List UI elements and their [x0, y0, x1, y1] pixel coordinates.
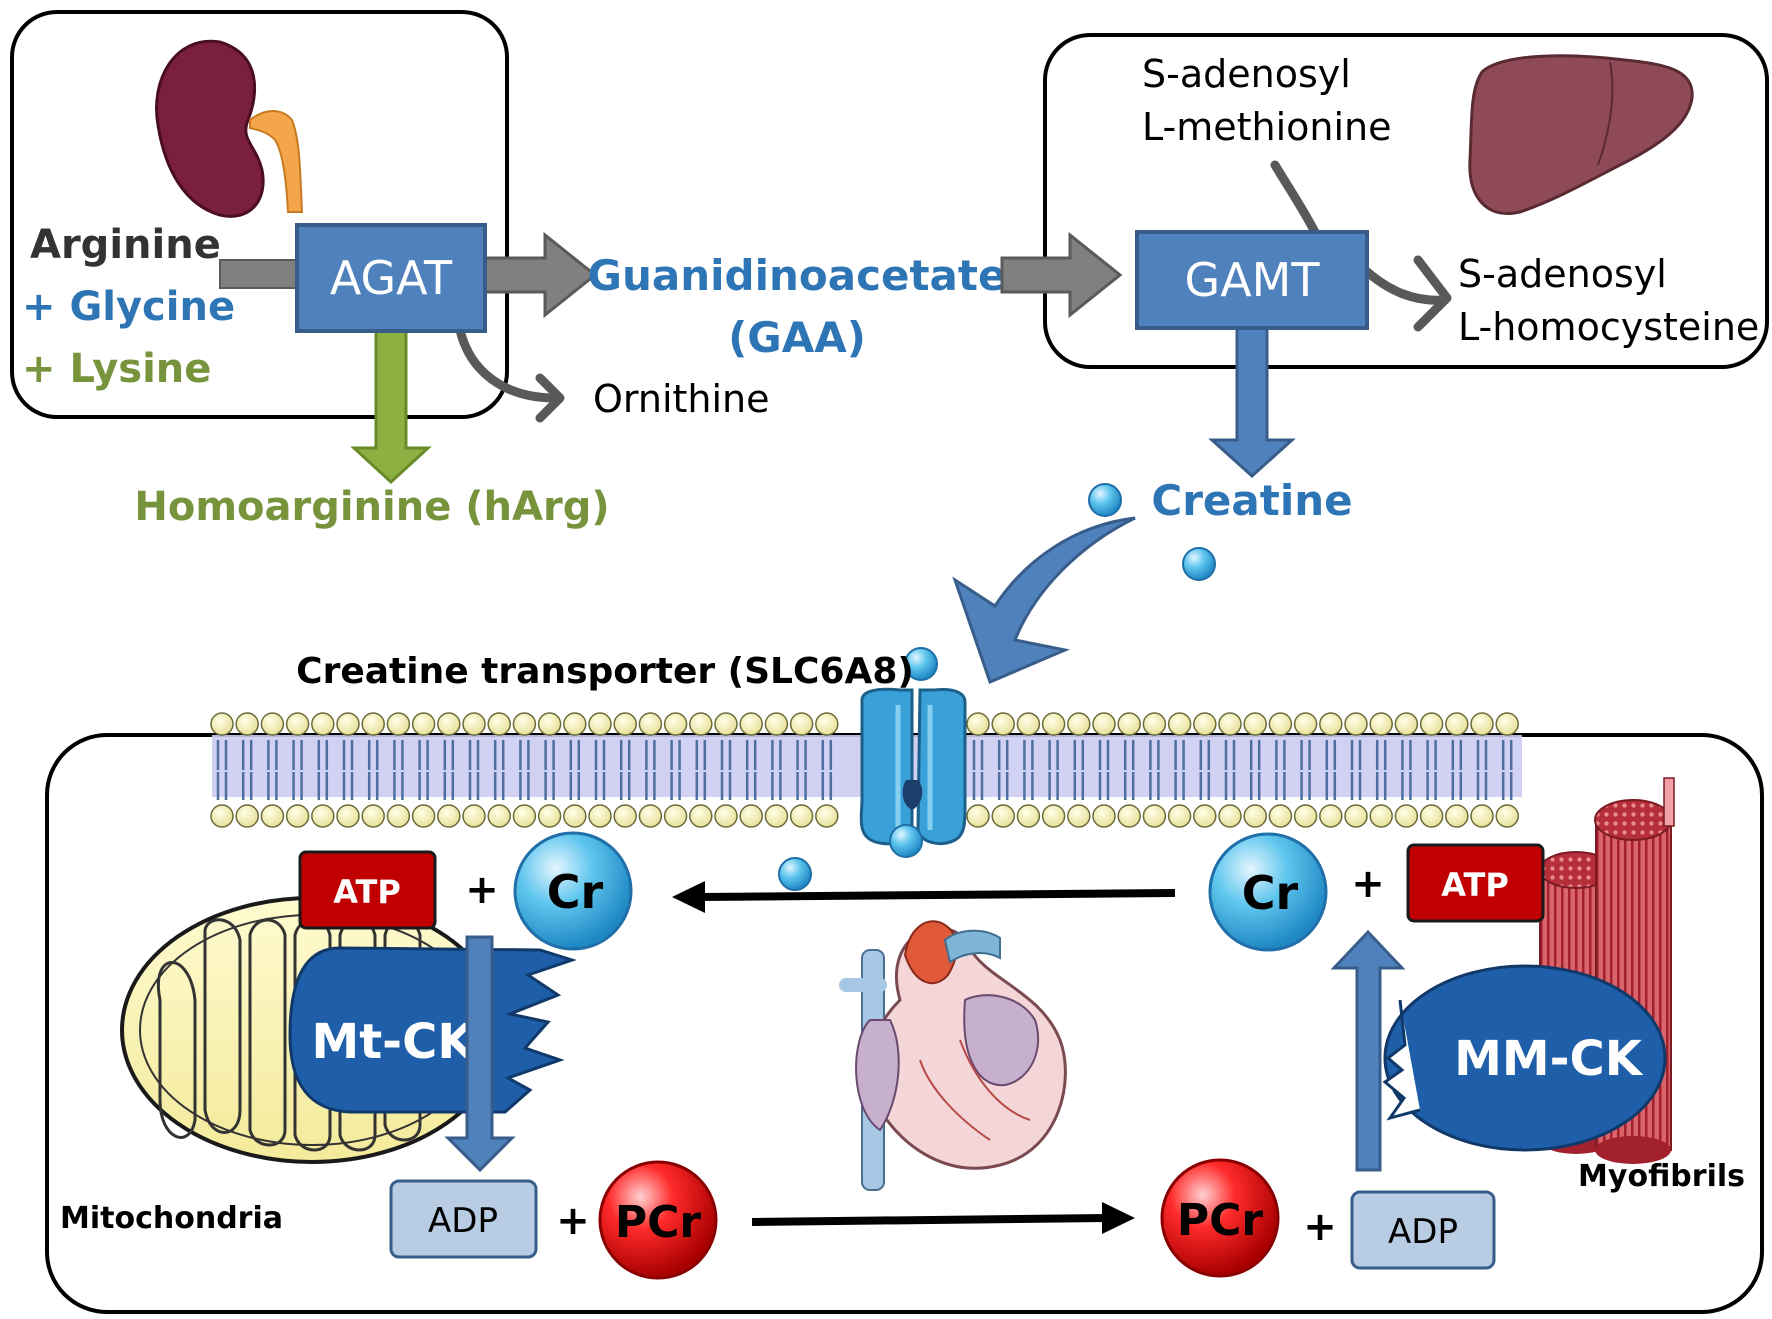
myofibrils-label: Myofibrils — [1578, 1159, 1745, 1194]
mt-ck-label: Mt-CK — [311, 1014, 476, 1070]
ornithine-curved-arrow — [455, 325, 560, 403]
agat-to-homoarginine-arrow — [350, 328, 432, 485]
right-adp-label: ADP — [1388, 1212, 1458, 1252]
creatine-molecule — [778, 857, 812, 891]
mitochondria-label: Mitochondria — [60, 1201, 283, 1236]
ornithine-arrowhead — [535, 373, 565, 423]
creatine-uptake-arrow — [952, 516, 1136, 685]
right-atp-box — [1406, 843, 1545, 923]
sah-arrowhead — [1413, 255, 1452, 332]
creatine-molecule — [904, 647, 938, 681]
homoarginine-label: Homoarginine (hArg) — [134, 484, 609, 530]
left-adp-box — [389, 1179, 538, 1259]
gaa-to-gamt-arrow — [1000, 231, 1123, 319]
right-pcr-molecule — [1160, 1158, 1280, 1278]
right-cr-label: Cr — [1242, 866, 1299, 920]
gamt-enzyme-box — [1135, 230, 1369, 330]
transporter-label: Creatine transporter (SLC6A8) — [296, 651, 914, 692]
creatine-label: Creatine — [1151, 476, 1352, 525]
left-atp-box — [298, 850, 437, 930]
right-adp-box — [1350, 1190, 1496, 1270]
mt-ck-enzyme-shape — [288, 946, 577, 1114]
cr-return-arrow — [672, 881, 1176, 913]
right-atp-label: ATP — [1441, 866, 1509, 904]
left-plus-top: + — [465, 867, 499, 913]
substrate-arginine: Arginine — [30, 222, 221, 268]
substrate-lysine: + Lysine — [22, 346, 211, 392]
gaa-label-line1: Guanidinoacetate — [588, 251, 1007, 300]
sah-label-line1: S-adenosyl — [1458, 252, 1667, 296]
agat-enzyme-box — [295, 223, 487, 333]
sah-label-line2: L-homocysteine — [1458, 305, 1759, 349]
heart-icon — [839, 920, 1067, 1191]
left-cr-molecule — [513, 831, 633, 951]
left-pcr-molecule — [598, 1160, 718, 1280]
ornithine-label: Ornithine — [593, 377, 770, 421]
right-pcr-label: PCr — [1177, 1195, 1264, 1246]
left-pcr-label: PCr — [615, 1197, 702, 1248]
sam-label-line1: S-adenosyl — [1142, 52, 1351, 96]
creatine-molecule — [1088, 483, 1122, 517]
pcr-shuttle-arrow — [751, 1202, 1135, 1234]
slc6a8-transporter-icon — [859, 687, 967, 858]
kidney-icon — [155, 39, 304, 218]
left-cr-label: Cr — [547, 865, 604, 919]
mm-ck-label: MM-CK — [1454, 1031, 1644, 1087]
creatine-molecule — [1182, 547, 1216, 581]
gamt-enzyme-label: GAMT — [1185, 253, 1321, 307]
agat-to-gaa-arrow — [478, 231, 598, 319]
agat-enzyme-label: AGAT — [330, 251, 453, 305]
gaa-label-line2: (GAA) — [728, 313, 866, 362]
liver-icon — [1468, 54, 1694, 215]
right-cr-molecule — [1208, 832, 1328, 952]
right-plus-top: + — [1351, 861, 1385, 907]
mt-ck-down-arrow — [444, 935, 516, 1173]
left-adp-label: ADP — [428, 1201, 498, 1241]
right-plus-bottom: + — [1303, 1204, 1337, 1250]
mm-ck-up-arrow — [1330, 929, 1406, 1172]
left-atp-label: ATP — [333, 873, 401, 911]
mm-ck-enzyme-shape — [1382, 964, 1667, 1152]
sam-label-line2: L-methionine — [1142, 105, 1392, 149]
arginine-to-agat-arrow — [219, 259, 301, 289]
substrate-glycine: + Glycine — [22, 284, 235, 330]
left-plus-bottom: + — [556, 1198, 590, 1244]
sah-curved-arrow — [1360, 265, 1450, 305]
gamt-to-creatine-arrow — [1208, 324, 1296, 479]
